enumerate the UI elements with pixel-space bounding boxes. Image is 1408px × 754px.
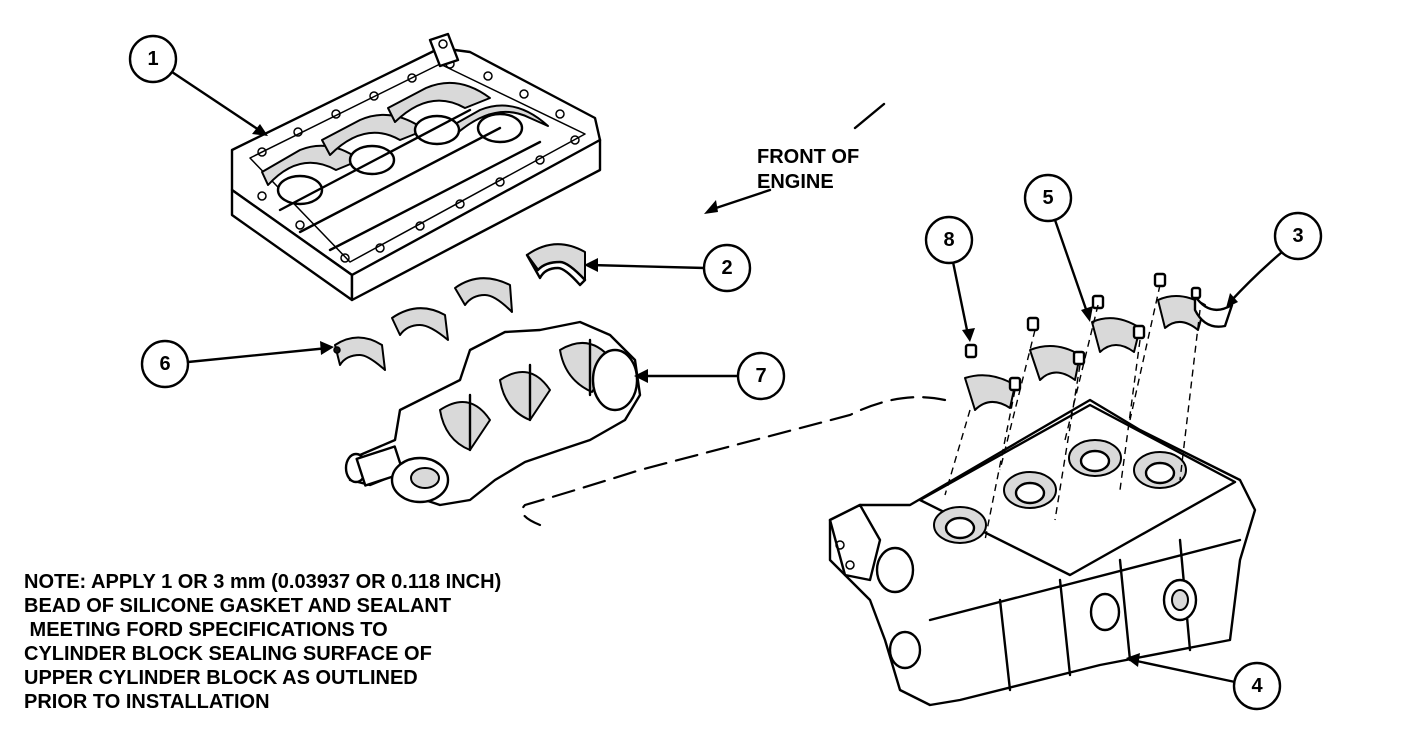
- callout-label-8: 8: [943, 229, 954, 251]
- callout-label-6: 6: [159, 353, 170, 375]
- note-line-6: PRIOR TO INSTALLATION: [24, 691, 270, 713]
- callout-3: 3: [1226, 211, 1323, 308]
- callout-label-4: 4: [1251, 675, 1263, 697]
- lower-cylinder-block-drawing: [230, 32, 602, 302]
- note-line-1: NOTE: APPLY 1 OR 3 mm (0.03937 OR 0.118 …: [24, 571, 501, 593]
- note-line-4: CYLINDER BLOCK SEALING SURFACE OF: [24, 643, 432, 665]
- callout-label-1: 1: [147, 48, 158, 70]
- callout-4: 4: [1126, 653, 1282, 711]
- front-label-line-2: ENGINE: [757, 171, 834, 193]
- callout-label-2: 2: [721, 257, 732, 279]
- callout-7: 7: [634, 351, 786, 401]
- callout-label-7: 7: [755, 365, 766, 387]
- crankshaft-drawing: [344, 320, 642, 507]
- front-of-engine-indicator: FRONT OF ENGINE: [704, 102, 886, 214]
- note-line-2: BEAD OF SILICONE GASKET AND SEALANT: [24, 595, 451, 617]
- note-line-3: MEETING FORD SPECIFICATIONS TO: [24, 619, 388, 641]
- main-bearing-shells-lower: [964, 272, 1234, 411]
- callout-label-3: 3: [1292, 225, 1303, 247]
- callout-label-5: 5: [1042, 187, 1053, 209]
- alignment-lines: [521, 284, 1201, 541]
- callout-8: 8: [924, 215, 975, 342]
- callout-1: 1: [128, 34, 268, 136]
- callout-2: 2: [584, 243, 752, 293]
- engine-block-drawing: [828, 398, 1257, 707]
- callout-5: 5: [1023, 173, 1093, 322]
- installation-note: NOTE: APPLY 1 OR 3 mm (0.03937 OR 0.118 …: [24, 571, 501, 713]
- note-line-5: UPPER CYLINDER BLOCK AS OUTLINED: [24, 667, 418, 689]
- main-bearing-shells-upper: [333, 243, 587, 371]
- front-label-line-1: FRONT OF: [757, 146, 859, 168]
- callout-6: 6: [140, 339, 334, 389]
